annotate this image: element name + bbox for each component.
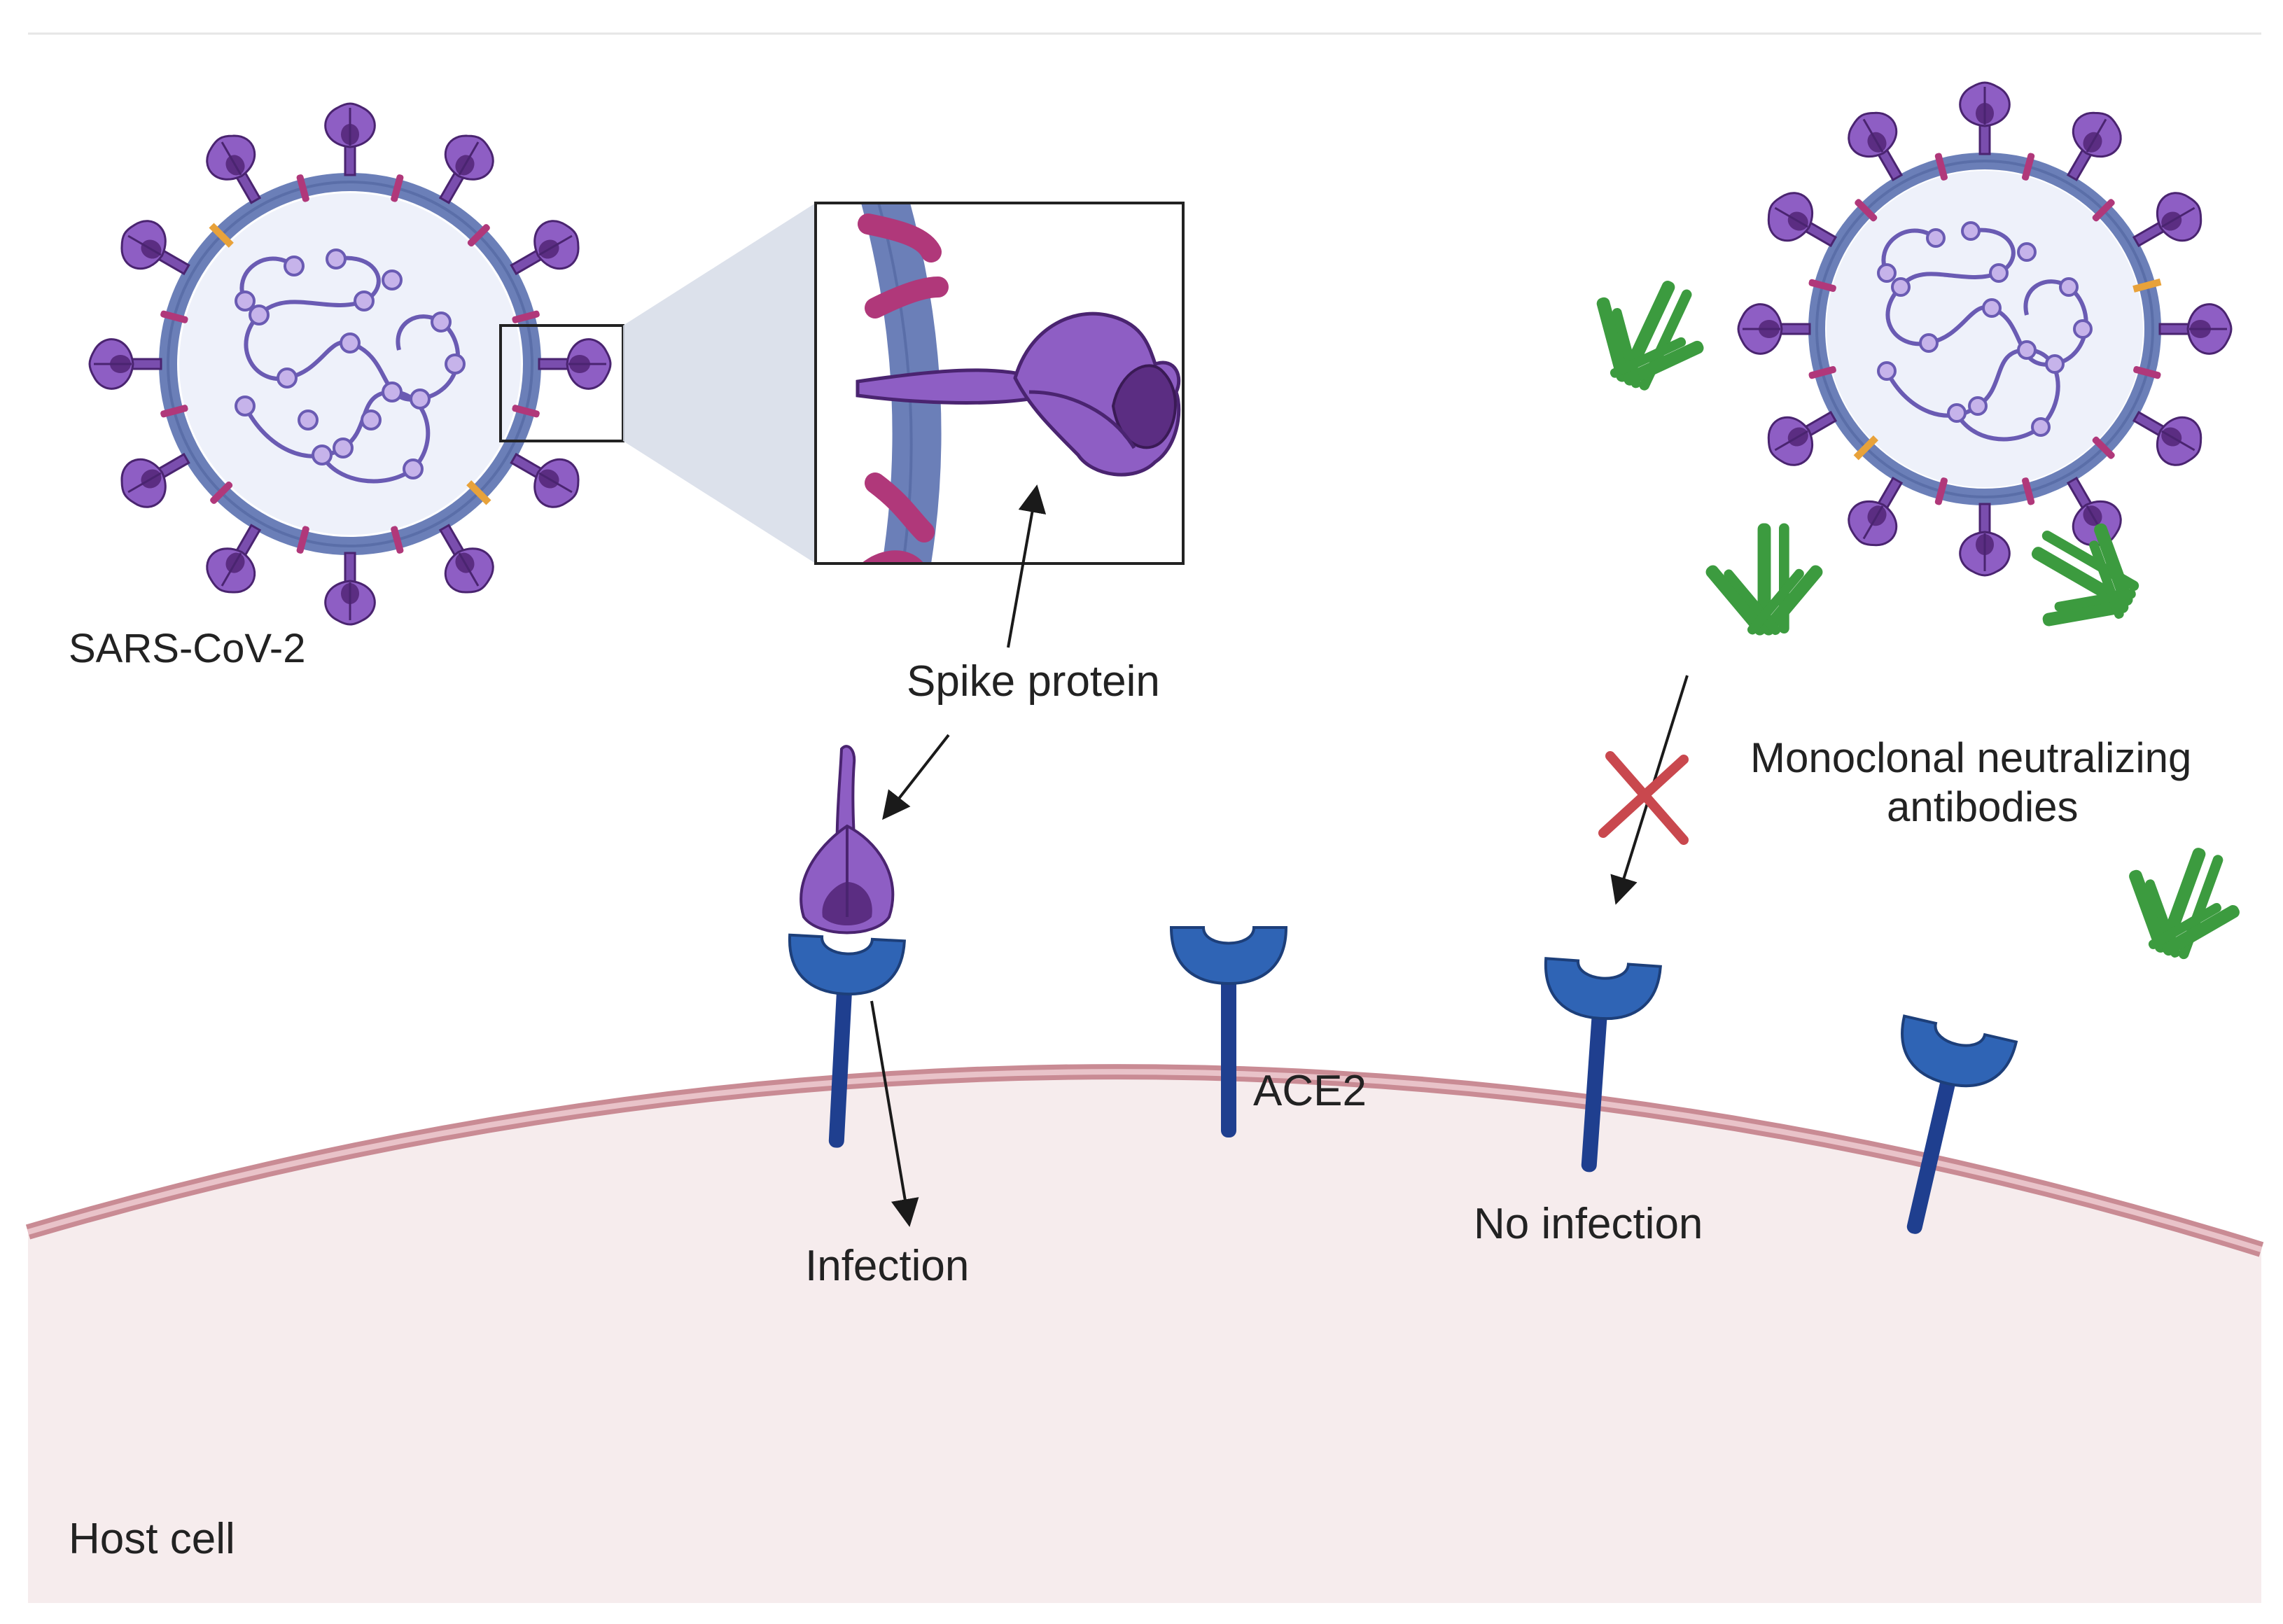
- block-x-icon: [1598, 751, 1689, 845]
- antibody-icon: [1703, 523, 1825, 638]
- spike-protein-icon: [800, 745, 895, 934]
- arrow-icon: [882, 734, 950, 820]
- zoom-callout: [623, 203, 816, 564]
- no-infection-label: No infection: [1474, 1200, 1703, 1248]
- arrow-icon: [870, 1000, 919, 1227]
- host-cell: [25, 1064, 2264, 1603]
- antibody-icon: [1567, 255, 1726, 412]
- host-cell-label: Host cell: [69, 1515, 235, 1563]
- virus-label: SARS-CoV-2: [69, 626, 306, 671]
- antibodies-label-line2: antibodies: [1887, 783, 2079, 830]
- arrow-icon: [1007, 484, 1047, 648]
- infection-label: Infection: [805, 1242, 970, 1290]
- ace2-label: ACE2: [1253, 1067, 1367, 1115]
- antibody-icon: [2104, 827, 2258, 977]
- antibodies-label-line1: Monoclonal neutralizing: [1750, 734, 2192, 781]
- spike-protein-label: Spike protein: [907, 657, 1160, 706]
- spike-protein-icon: [814, 202, 1185, 565]
- virus-icon: [1737, 81, 2233, 577]
- virus-icon: [88, 102, 612, 626]
